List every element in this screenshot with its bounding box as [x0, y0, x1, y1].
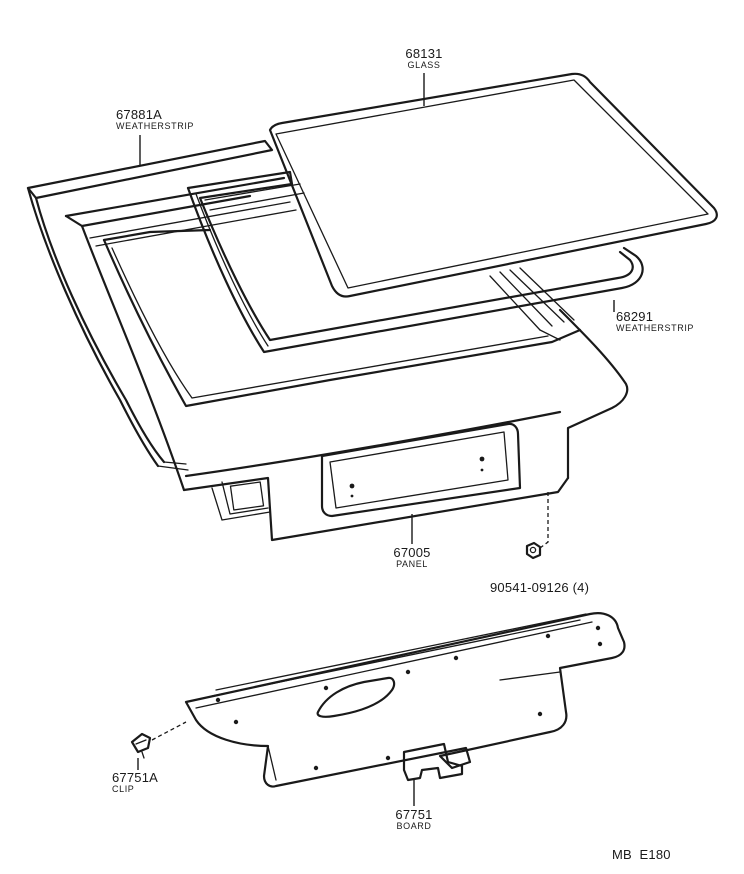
callout-nut: 90541-09126 (4) [490, 581, 589, 594]
nut-illustration [525, 541, 542, 560]
part-number: 68291 [616, 309, 654, 324]
part-number: 68131 [405, 46, 443, 61]
part-description: GLASS [407, 60, 441, 70]
diagram-code: MB E180 [612, 847, 671, 862]
part-description: BOARD [396, 821, 432, 831]
callout-clip: 67751A CLIP [112, 771, 158, 794]
clip-illustration [130, 732, 152, 759]
part-description: WEATHERSTRIP [616, 323, 695, 333]
callout-board: 67751 BOARD [382, 808, 446, 831]
part-description: WEATHERSTRIP [116, 121, 195, 131]
part-number: 67751 [395, 807, 433, 822]
glass-illustration [268, 72, 718, 298]
part-number: 90541-09126 (4) [490, 580, 590, 595]
part-description: PANEL [396, 559, 428, 569]
leader-lines [137, 73, 615, 806]
weatherstrip-outer-illustration [26, 139, 274, 471]
callout-panel: 67005 PANEL [380, 546, 444, 569]
part-number: 67881A [116, 107, 163, 122]
part-description: CLIP [112, 784, 135, 794]
callout-weatherstrip-outer: 67881A WEATHERSTRIP [116, 108, 194, 131]
part-number: 67751A [112, 770, 159, 785]
callout-weatherstrip-glass: 68291 WEATHERSTRIP [616, 310, 694, 333]
board-illustration [184, 612, 626, 788]
part-number: 67005 [393, 545, 431, 560]
door-panel-illustration [64, 176, 629, 542]
callout-glass: 68131 GLASS [392, 47, 456, 70]
weatherstrip-glass-illustration [186, 170, 644, 354]
